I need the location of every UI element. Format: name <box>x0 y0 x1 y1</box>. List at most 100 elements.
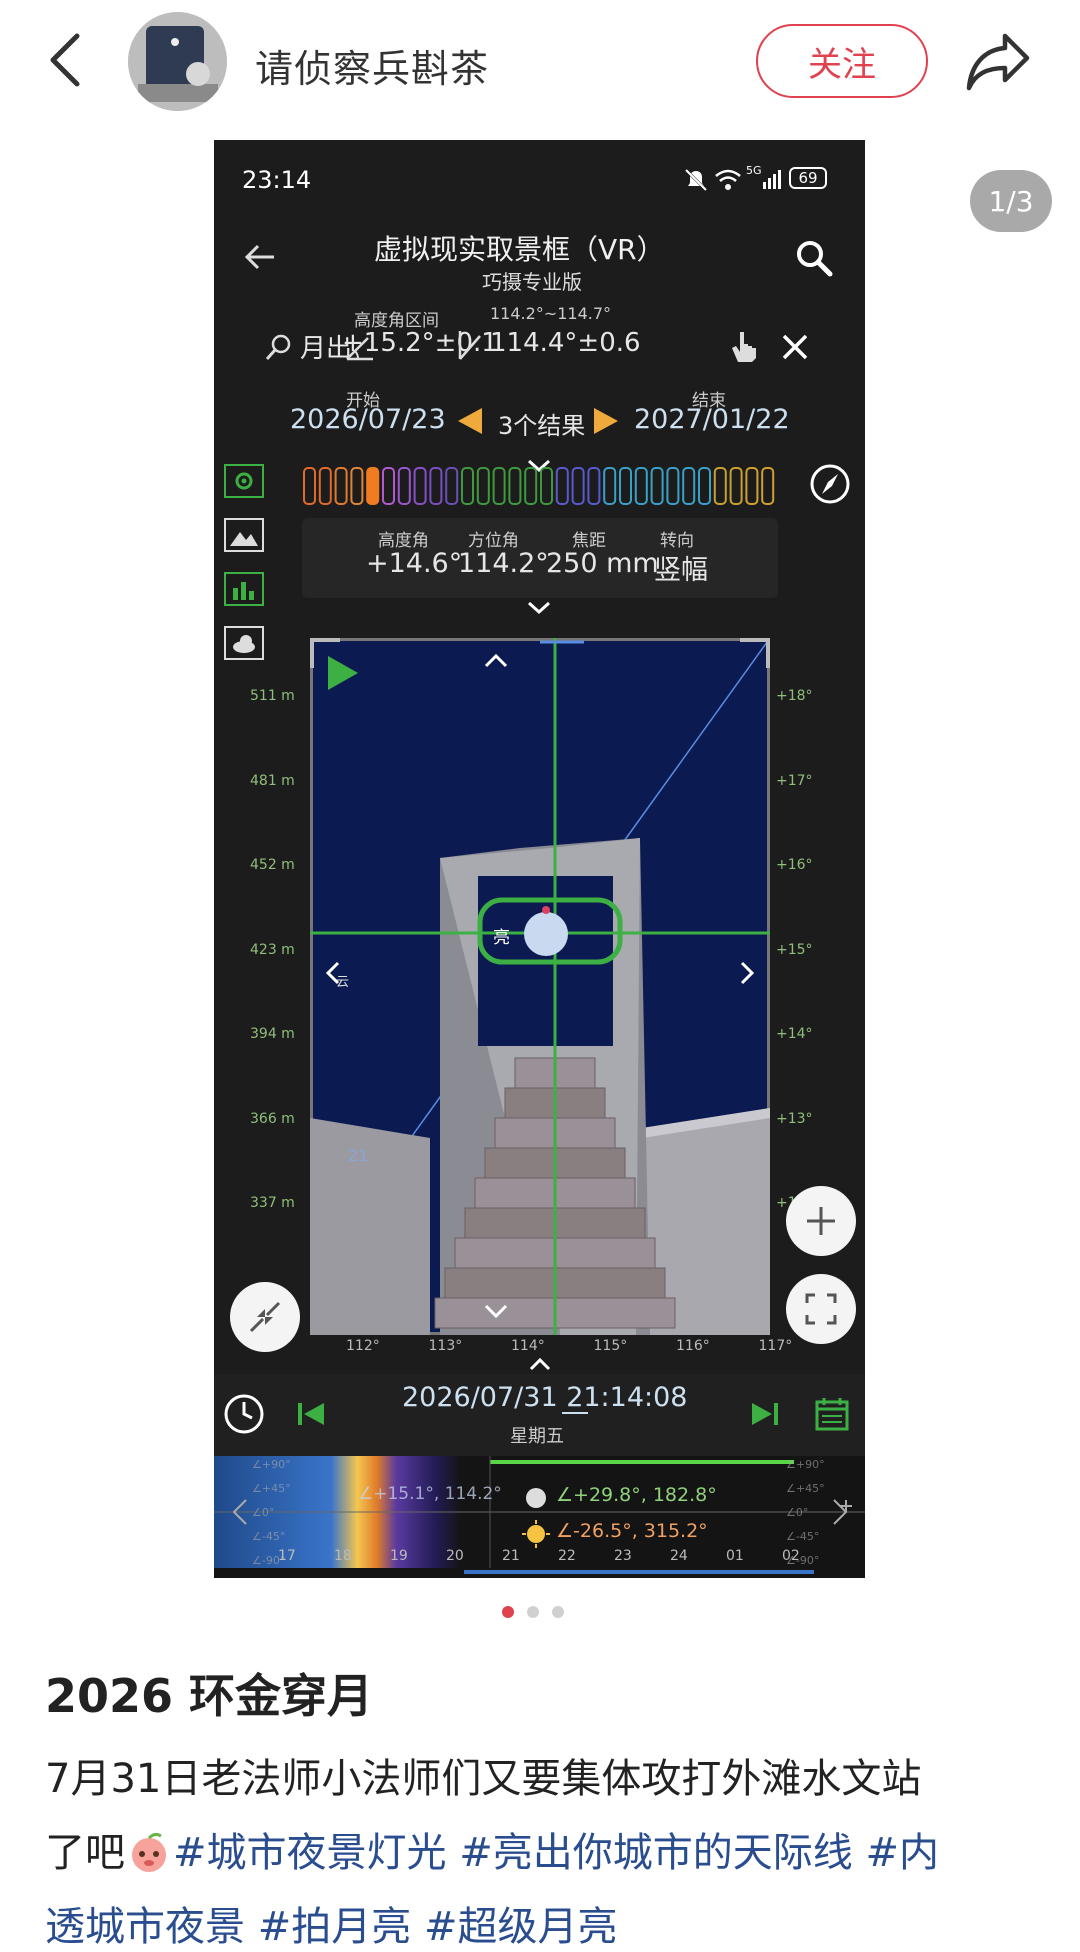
timeline-altitude-label: ∠+45° <box>252 1482 291 1495</box>
avatar-image-icon <box>128 12 227 111</box>
avatar[interactable] <box>128 12 227 111</box>
share-icon[interactable] <box>965 30 1031 92</box>
app-screenshot[interactable]: 23:14 5G 69 虚拟现实取景框（VR） 巧摄专业版 月出 高度角区间 +… <box>214 140 865 1578</box>
chevron-down-icon[interactable] <box>526 600 552 616</box>
moon-phase-bar[interactable] <box>666 467 680 505</box>
moon-phase-bar[interactable] <box>397 467 411 505</box>
moon-phase-bar[interactable] <box>540 467 553 505</box>
timeline-altitude-label: ∠-90° <box>786 1554 820 1567</box>
moon-phase-bar[interactable] <box>571 467 585 505</box>
moon-phase-bar[interactable] <box>366 467 380 505</box>
pagination-dot[interactable] <box>527 1606 539 1618</box>
moon-phase-bar[interactable] <box>382 467 395 505</box>
moon-phase-bar[interactable] <box>461 467 474 505</box>
post-hashtags[interactable]: #城市夜景灯光 #亮出你城市的天际线 #内 <box>173 1830 939 1876</box>
timeline-gradient <box>214 1456 865 1574</box>
weekday: 星期五 <box>510 1426 564 1447</box>
moon-phase-strip[interactable] <box>300 464 780 510</box>
moon-phase-bar[interactable] <box>650 467 664 505</box>
cam-orient-label: 转向 <box>660 531 694 551</box>
pagination-dot[interactable] <box>502 1606 514 1618</box>
moon-phase-bar[interactable] <box>745 467 759 505</box>
end-date[interactable]: 2027/01/22 <box>634 404 790 435</box>
post-text-line-1: 7月31日老法师小法师们又要集体攻打外滩水文站 <box>45 1756 922 1802</box>
timeline-altitude-label: ∠-90° <box>252 1554 286 1567</box>
moon-phase-bar[interactable] <box>713 467 727 505</box>
moon-phase-bar[interactable] <box>318 467 332 505</box>
chevron-up-icon[interactable] <box>528 1356 552 1372</box>
y-axis-left-label: 366 m <box>250 1110 295 1127</box>
skip-previous-icon[interactable] <box>296 1400 326 1428</box>
moon-phase-bar[interactable] <box>587 467 601 505</box>
moon-phase-bar[interactable] <box>619 467 632 505</box>
fullscreen-icon <box>805 1293 837 1325</box>
y-axis-left-label: 481 m <box>250 772 295 789</box>
chevron-down-icon[interactable] <box>526 458 552 474</box>
chart-toggle[interactable] <box>224 572 264 606</box>
y-axis-left-label: 423 m <box>250 941 295 958</box>
x-axis-label: 115° <box>593 1338 628 1354</box>
search-target[interactable]: 月出 <box>300 334 353 364</box>
skip-next-icon[interactable] <box>750 1400 780 1428</box>
moon-phase-bar[interactable] <box>492 467 506 505</box>
x-axis-label: 114° <box>511 1338 545 1354</box>
calendar-icon[interactable] <box>814 1396 850 1432</box>
x-axis-label: 112° <box>346 1338 380 1354</box>
collapse-button[interactable] <box>230 1282 300 1352</box>
timeline-altitude-label: ∠-45° <box>786 1530 820 1543</box>
prev-result-icon[interactable] <box>456 406 484 436</box>
close-icon[interactable] <box>780 332 810 362</box>
cloud-icon <box>233 635 255 653</box>
weather-toggle[interactable] <box>224 626 264 660</box>
moon-phase-bar[interactable] <box>634 467 648 505</box>
vr-viewfinder[interactable]: 亮 云 21 <box>310 638 770 1335</box>
post-text-fragment: 了吧 <box>45 1830 125 1876</box>
moon-phase-bar[interactable] <box>729 467 743 505</box>
moon-phase-bar[interactable] <box>334 467 348 505</box>
author-name[interactable]: 请侦察兵斟茶 <box>255 47 490 91</box>
moon-phase-bar[interactable] <box>682 467 696 505</box>
hand-pointer-icon[interactable] <box>726 326 760 364</box>
post-text-line-3[interactable]: 透城市夜景 #拍月亮 #超级月亮 <box>45 1904 618 1950</box>
moon-phase-bar[interactable] <box>698 467 711 505</box>
results-count: 3个结果 <box>498 412 586 440</box>
moon-phase-bar[interactable] <box>350 467 364 505</box>
timeline-hour-label: 24 <box>670 1548 688 1564</box>
x-axis-label: 113° <box>428 1338 463 1354</box>
moon-phase-bar[interactable] <box>303 467 316 505</box>
status-time: 23:14 <box>242 166 312 194</box>
moon-phase-bar[interactable] <box>555 467 569 505</box>
moon-phase-bar[interactable] <box>413 467 427 505</box>
zoom-in-button[interactable] <box>786 1186 856 1256</box>
timeline-hour-label: 19 <box>390 1548 408 1564</box>
search-icon[interactable] <box>794 238 834 278</box>
signal-icon <box>763 170 781 189</box>
moon-phase-bar[interactable] <box>761 467 775 505</box>
app-back-icon[interactable] <box>244 242 278 272</box>
moon-phase-bar[interactable] <box>603 467 617 505</box>
cam-focal-value: 250 mm <box>546 548 659 579</box>
y-axis-left-label: 452 m <box>250 857 295 873</box>
clock-icon[interactable] <box>222 1392 266 1436</box>
target-search-icon <box>265 334 291 360</box>
battery-icon: 69 <box>789 167 827 189</box>
moon-phase-bar[interactable] <box>429 467 443 505</box>
fullscreen-button[interactable] <box>786 1274 856 1344</box>
start-date[interactable]: 2026/07/23 <box>290 404 446 435</box>
image-toggle[interactable] <box>224 518 264 552</box>
moon-phase-bar[interactable] <box>508 467 522 505</box>
current-datetime[interactable]: 2026/07/31 21:14:08 <box>402 1382 688 1413</box>
settings-toggle[interactable] <box>224 464 264 498</box>
sun-position: ∠-26.5°, 315.2° <box>556 1520 708 1542</box>
next-result-icon[interactable] <box>592 406 620 436</box>
x-axis-label: 116° <box>676 1338 710 1354</box>
moon-phase-bar[interactable] <box>445 467 459 505</box>
pagination-dot[interactable] <box>552 1606 564 1618</box>
cam-focal-label: 焦距 <box>572 531 606 551</box>
compass-icon[interactable] <box>808 462 852 506</box>
moon-phase-bar[interactable] <box>524 467 538 505</box>
follow-button[interactable]: 关注 <box>756 24 928 98</box>
back-arrow-icon[interactable] <box>45 30 85 90</box>
moon-phase-bar[interactable] <box>476 467 490 505</box>
